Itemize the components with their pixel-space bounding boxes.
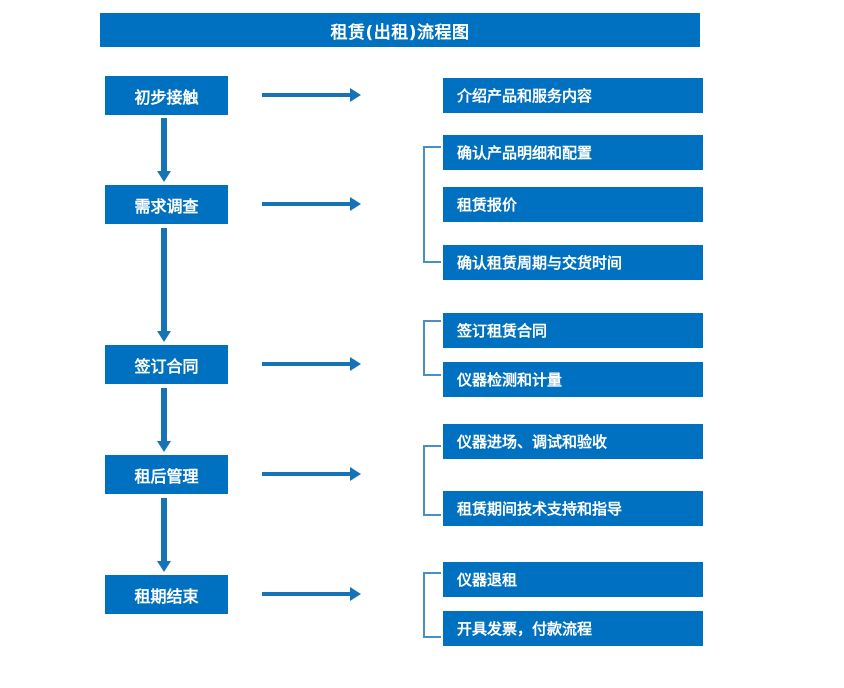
group-bracket-2 <box>423 146 441 263</box>
down-arrow-4-to-5 <box>157 498 171 572</box>
stage-label-1: 初步接触 <box>134 87 199 107</box>
down-arrow-2-to-3 <box>157 228 171 342</box>
detail-label-8: 租赁期间技术支持和指导 <box>457 500 623 518</box>
stage-box-2[interactable]: 需求调查 <box>105 185 228 224</box>
detail-label-9: 仪器退租 <box>457 571 518 589</box>
detail-label-7: 仪器进场、调试和验收 <box>457 433 608 451</box>
detail-label-5: 签订租赁合同 <box>457 322 548 340</box>
detail-label-2: 确认产品明细和配置 <box>457 144 593 162</box>
stage-box-3[interactable]: 签订合同 <box>105 345 228 384</box>
detail-box-8[interactable]: 租赁期间技术支持和指导 <box>443 491 703 526</box>
detail-box-5[interactable]: 签订租赁合同 <box>443 313 703 348</box>
detail-box-4[interactable]: 确认租赁周期与交货时间 <box>443 245 703 280</box>
detail-box-1[interactable]: 介绍产品和服务内容 <box>443 78 703 113</box>
stage-box-4[interactable]: 租后管理 <box>105 455 228 494</box>
detail-label-10: 开具发票，付款流程 <box>457 620 593 638</box>
stage-label-4: 租后管理 <box>134 466 199 486</box>
down-arrow-3-to-4 <box>157 388 171 452</box>
chart-title: 租赁(出租)流程图 <box>330 22 470 43</box>
stage-label-5: 租期结束 <box>134 586 199 606</box>
right-arrow-2 <box>262 197 361 211</box>
right-arrow-4 <box>262 467 361 481</box>
detail-box-10[interactable]: 开具发票，付款流程 <box>443 611 703 646</box>
detail-label-4: 确认租赁周期与交货时间 <box>457 254 623 272</box>
stage-box-5[interactable]: 租期结束 <box>105 575 228 614</box>
right-arrow-3 <box>262 357 361 371</box>
group-bracket-3 <box>423 320 441 376</box>
detail-label-6: 仪器检测和计量 <box>457 371 563 389</box>
right-arrow-1 <box>262 88 361 102</box>
group-bracket-5 <box>423 572 441 638</box>
group-bracket-4 <box>423 445 441 516</box>
detail-label-1: 介绍产品和服务内容 <box>457 87 593 105</box>
detail-label-3: 租赁报价 <box>457 196 518 214</box>
down-arrow-1-to-2 <box>157 118 171 182</box>
detail-box-6[interactable]: 仪器检测和计量 <box>443 362 703 397</box>
detail-box-2[interactable]: 确认产品明细和配置 <box>443 135 703 170</box>
right-arrow-5 <box>262 587 361 601</box>
detail-box-7[interactable]: 仪器进场、调试和验收 <box>443 424 703 459</box>
detail-box-9[interactable]: 仪器退租 <box>443 562 703 597</box>
chart-title-bar: 租赁(出租)流程图 <box>100 13 700 47</box>
stage-label-3: 签订合同 <box>134 356 199 376</box>
stage-box-1[interactable]: 初步接触 <box>105 76 228 115</box>
detail-box-3[interactable]: 租赁报价 <box>443 187 703 222</box>
stage-label-2: 需求调查 <box>134 196 199 216</box>
